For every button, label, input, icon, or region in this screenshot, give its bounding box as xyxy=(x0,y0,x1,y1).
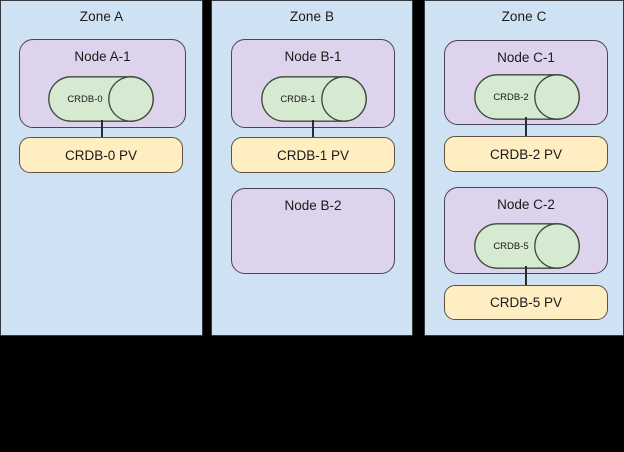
pv-crdb-1-label: CRDB-1 PV xyxy=(276,147,349,163)
connector-node-c-2-to-pv xyxy=(525,266,527,285)
node-c-1: Node C-1 CRDB-2 xyxy=(444,40,608,125)
node-c-1-title: Node C-1 xyxy=(497,50,555,65)
zone-c-title: Zone C xyxy=(501,9,547,24)
pv-crdb-2-label: CRDB-2 PV xyxy=(489,146,562,162)
node-a-1-title: Node A-1 xyxy=(74,49,131,64)
connector-node-c-1-to-pv xyxy=(525,117,527,136)
node-b-2: Node B-2 xyxy=(231,188,395,274)
node-b-1-title: Node B-1 xyxy=(284,49,342,64)
pod-crdb-2: CRDB-2 xyxy=(474,74,580,120)
node-b-1: Node B-1 CRDB-1 xyxy=(231,39,395,128)
node-a-1: Node A-1 CRDB-0 xyxy=(19,39,186,128)
zone-b: Zone B Node B-1 CRDB-1 CRDB-1 PV Node B-… xyxy=(211,0,413,336)
node-c-2-title: Node C-2 xyxy=(497,197,555,212)
pv-crdb-5: CRDB-5 PV xyxy=(444,285,608,320)
node-c-2: Node C-2 CRDB-5 xyxy=(444,187,608,274)
pv-crdb-1: CRDB-1 PV xyxy=(231,137,395,173)
zone-b-title: Zone B xyxy=(289,9,335,24)
pv-crdb-5-label: CRDB-5 PV xyxy=(489,295,562,310)
zone-a: Zone A Node A-1 CRDB-0 CRDB-0 PV xyxy=(0,0,203,336)
pod-crdb-5: CRDB-5 xyxy=(474,223,580,269)
connector-node-b-1-to-pv xyxy=(312,120,314,138)
pv-crdb-2: CRDB-2 PV xyxy=(444,136,608,172)
zone-c: Zone C Node C-1 CRDB-2 CRDB-2 PV Node C-… xyxy=(424,0,624,336)
zone-a-title: Zone A xyxy=(79,9,124,24)
connector-node-a-1-to-pv xyxy=(101,120,103,138)
pod-crdb-1: CRDB-1 xyxy=(261,76,367,122)
pv-crdb-0-label: CRDB-0 PV xyxy=(64,147,137,163)
pod-crdb-0: CRDB-0 xyxy=(48,76,154,122)
node-b-2-title: Node B-2 xyxy=(284,198,342,213)
pv-crdb-0: CRDB-0 PV xyxy=(19,137,183,173)
